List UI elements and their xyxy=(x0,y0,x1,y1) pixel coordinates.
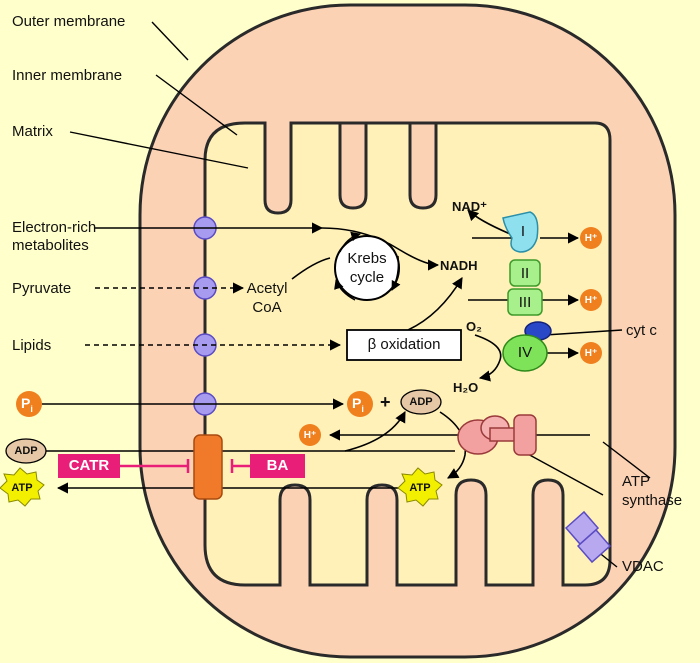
label-cycle: cycle xyxy=(349,269,385,286)
adp-text-matrix: ADP xyxy=(409,396,433,408)
ba-label: BA xyxy=(266,457,289,474)
label-metabolites: metabolites xyxy=(12,237,89,254)
label-atp: ATP xyxy=(622,473,651,490)
label-o2: O₂ xyxy=(466,319,482,334)
adp-text-cytosol: ADP xyxy=(14,445,38,457)
pi-text-cytosol: Pi xyxy=(21,395,33,414)
atp-star-matrix xyxy=(397,467,443,507)
label-electron-rich: Electron-rich xyxy=(12,219,97,236)
label-plus: + xyxy=(380,392,391,412)
adp-badge-cytosol xyxy=(5,438,47,464)
pi-badge-matrix xyxy=(347,391,373,417)
label-pyruvate: Pyruvate xyxy=(12,280,72,297)
h-plus-text-1: H⁺ xyxy=(584,233,598,244)
h-plus-text-3: H⁺ xyxy=(584,348,598,359)
complex-IV xyxy=(502,334,548,372)
vdac-channel xyxy=(564,510,612,564)
label-lipids: Lipids xyxy=(12,337,52,354)
label-cyt-c: cyt c xyxy=(626,322,657,339)
label-coa: CoA xyxy=(252,299,282,316)
pi-badge-cytosol xyxy=(16,391,42,417)
atp-star-cytosol xyxy=(0,467,45,507)
label-krebs: Krebs xyxy=(347,250,387,267)
krebs-cycle xyxy=(334,235,400,301)
pi-text-matrix: Pi xyxy=(352,395,364,414)
atp-text-cytosol: ATP xyxy=(11,482,33,494)
complex-II xyxy=(509,259,541,287)
label-synthase: synthase xyxy=(622,492,683,509)
ba-box xyxy=(250,454,305,478)
h-plus-badge-complex-IV xyxy=(580,342,602,364)
label-nadh: NADH xyxy=(440,258,478,273)
complex-IV-label: IV xyxy=(517,344,533,361)
complex-II-label: II xyxy=(520,265,530,282)
complex-I-label: I xyxy=(520,223,526,240)
label-h2o: H₂O xyxy=(453,380,479,395)
label-acetyl: Acetyl xyxy=(246,280,288,297)
atp-synthase xyxy=(457,414,537,456)
h-plus-text-2: H⁺ xyxy=(584,295,598,306)
h-plus-text-4: H⁺ xyxy=(303,430,317,441)
adp-badge-matrix xyxy=(400,389,442,415)
atp-text-matrix: ATP xyxy=(409,482,431,494)
label-vdac: VDAC xyxy=(622,558,664,575)
catr-box xyxy=(58,454,120,478)
label-nad-plus: NAD⁺ xyxy=(452,199,488,214)
beta-oxidation-box xyxy=(346,329,462,361)
catr-label: CATR xyxy=(68,457,110,474)
complex-III xyxy=(507,288,543,316)
adenine-nucleotide-translocase xyxy=(193,434,223,500)
label-inner-membrane: Inner membrane xyxy=(12,67,123,84)
complex-I xyxy=(502,211,539,253)
label-outer-membrane: Outer membrane xyxy=(12,13,126,30)
label-beta-oxidation: β oxidation xyxy=(367,336,441,353)
h-plus-badge-complex-III xyxy=(580,289,602,311)
h-plus-badge-synthase xyxy=(299,424,321,446)
complex-III-label: III xyxy=(518,294,532,311)
label-matrix: Matrix xyxy=(12,123,53,140)
h-plus-badge-complex-I xyxy=(580,227,602,249)
